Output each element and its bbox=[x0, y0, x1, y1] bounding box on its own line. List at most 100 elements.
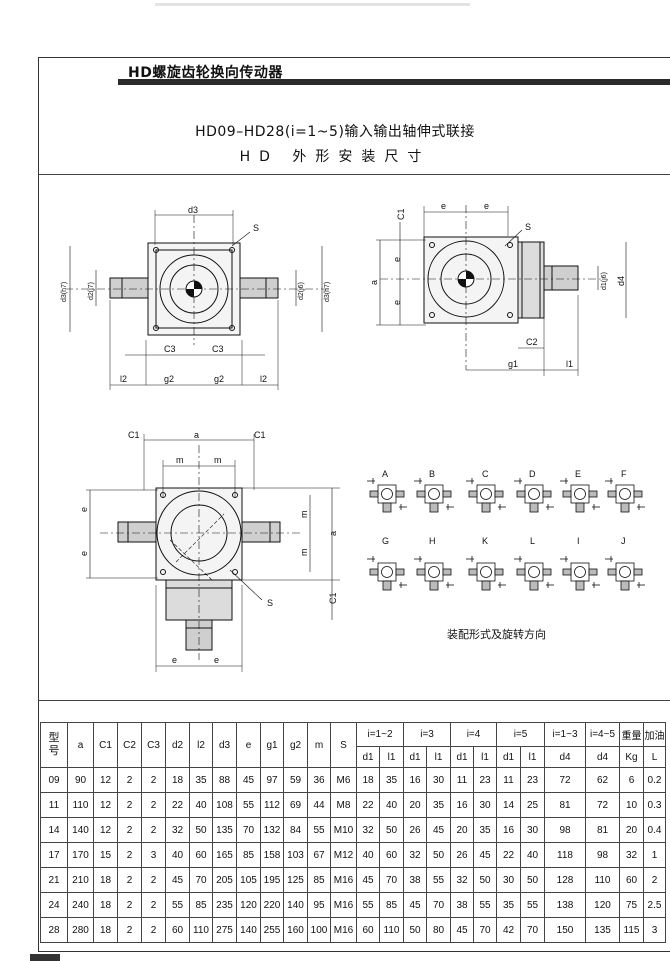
table-cell: 30 bbox=[473, 792, 497, 818]
table-cell: 50 bbox=[379, 817, 404, 843]
table-cell: 45 bbox=[165, 867, 190, 893]
table-cell: 40 bbox=[165, 842, 190, 868]
label-c1-right: C1 bbox=[328, 592, 338, 604]
label-e-left2: e bbox=[79, 551, 89, 556]
assembly-label: K bbox=[482, 536, 488, 546]
table-cell: 110 bbox=[189, 917, 213, 943]
table-subheader-row: d1 l1 d1 l1 d1 l1 d1 l1 d4 d4 Kg L bbox=[41, 746, 666, 768]
table-cell: 55 bbox=[356, 892, 380, 918]
label-a-top: a bbox=[194, 430, 199, 440]
table-cell: 135 bbox=[585, 917, 620, 943]
table-cell: 2 bbox=[117, 792, 142, 818]
table-cell: 158 bbox=[260, 842, 284, 868]
table-cell: 165 bbox=[212, 842, 237, 868]
group-header: 加油 bbox=[643, 722, 666, 747]
table-cell: 60 bbox=[619, 867, 644, 893]
label-e-bottom2: e bbox=[214, 655, 219, 665]
table-cell: 170 bbox=[67, 842, 94, 868]
table-cell: 35 bbox=[496, 892, 521, 918]
table-cell: 45 bbox=[426, 817, 451, 843]
table-cell: 255 bbox=[260, 917, 284, 943]
table-cell: 115 bbox=[619, 917, 644, 943]
label-c1-side: C1 bbox=[396, 208, 406, 220]
table-cell: 15 bbox=[93, 842, 118, 868]
group-header: 重量 bbox=[619, 722, 644, 747]
table-cell: 120 bbox=[585, 892, 620, 918]
label-c3-left: C3 bbox=[164, 344, 176, 354]
table-cell: M16 bbox=[330, 867, 357, 893]
table-cell: 22 bbox=[165, 792, 190, 818]
table-cell: 42 bbox=[496, 917, 521, 943]
table-cell: 110 bbox=[379, 917, 404, 943]
label-m-top2: m bbox=[214, 455, 222, 465]
table-cell: 55 bbox=[165, 892, 190, 918]
dimension-table: 型号 a C1 C2 C3 d2 l2 d3 e g1 g2 m S i=1~2… bbox=[40, 722, 666, 943]
table-cell: 40 bbox=[520, 842, 545, 868]
assembly-label: A bbox=[382, 469, 388, 479]
table-cell: 120 bbox=[236, 892, 261, 918]
label-e-side2: e bbox=[392, 300, 402, 305]
table-cell: 2 bbox=[117, 892, 142, 918]
header-cell: g2 bbox=[283, 722, 308, 768]
table-cell: 2 bbox=[141, 867, 166, 893]
subheader-cell: l1 bbox=[426, 746, 451, 768]
subheader-cell: d1 bbox=[403, 746, 427, 768]
table-cell: 22 bbox=[496, 842, 521, 868]
table-cell: 81 bbox=[544, 792, 586, 818]
table-cell: 140 bbox=[67, 817, 94, 843]
table-cell: 195 bbox=[260, 867, 284, 893]
table-cell: 50 bbox=[473, 867, 497, 893]
table-cell: 45 bbox=[450, 917, 474, 943]
table-cell: 132 bbox=[260, 817, 284, 843]
label-d1j6: d1(j6) bbox=[601, 272, 608, 290]
table-cell: 3 bbox=[141, 842, 166, 868]
table-cell: M10 bbox=[330, 817, 357, 843]
table-cell: 2 bbox=[141, 767, 166, 793]
table-cell: 50 bbox=[426, 842, 451, 868]
table-cell: 44 bbox=[307, 792, 331, 818]
table-cell: 20 bbox=[450, 817, 474, 843]
assembly-caption: 装配形式及旋转方向 bbox=[447, 628, 546, 641]
table-cell: 36 bbox=[307, 767, 331, 793]
table-cell: 88 bbox=[212, 767, 237, 793]
subheader-cell: d4 bbox=[544, 746, 586, 768]
table-cell: 81 bbox=[585, 817, 620, 843]
table-cell: 22 bbox=[356, 792, 380, 818]
table-cell: 72 bbox=[585, 792, 620, 818]
table-cell: 70 bbox=[379, 867, 404, 893]
table-cell: 16 bbox=[403, 767, 427, 793]
table-cell: 160 bbox=[283, 917, 308, 943]
table-cell: 150 bbox=[544, 917, 586, 943]
table-cell: 10 bbox=[619, 792, 644, 818]
table-cell: 40 bbox=[189, 792, 213, 818]
table-cell: 30 bbox=[520, 817, 545, 843]
table-cell: 12 bbox=[93, 767, 118, 793]
label-m-right2: m bbox=[299, 549, 309, 557]
section-divider-bottom bbox=[38, 700, 670, 701]
table-cell: 97 bbox=[260, 767, 284, 793]
table-cell: 40 bbox=[379, 792, 404, 818]
label-m-top1: m bbox=[176, 455, 184, 465]
table-cell: 35 bbox=[473, 817, 497, 843]
table-cell: 32 bbox=[356, 817, 380, 843]
table-cell: 2 bbox=[141, 917, 166, 943]
assembly-label: L bbox=[530, 536, 535, 546]
table-cell: 55 bbox=[236, 792, 261, 818]
table-cell: 30 bbox=[426, 767, 451, 793]
header-bar bbox=[118, 79, 670, 85]
table-cell: 55 bbox=[307, 817, 331, 843]
section-divider-top bbox=[38, 174, 670, 175]
table-cell: 2 bbox=[141, 892, 166, 918]
table-cell: 85 bbox=[379, 892, 404, 918]
subheader-cell: l1 bbox=[379, 746, 404, 768]
subheader-cell: d4 bbox=[585, 746, 620, 768]
table-cell: 70 bbox=[520, 917, 545, 943]
assembly-label: B bbox=[429, 469, 435, 479]
table-cell: 70 bbox=[236, 817, 261, 843]
table-cell: 14 bbox=[496, 792, 521, 818]
table-cell: 18 bbox=[356, 767, 380, 793]
table-cell: 16 bbox=[450, 792, 474, 818]
